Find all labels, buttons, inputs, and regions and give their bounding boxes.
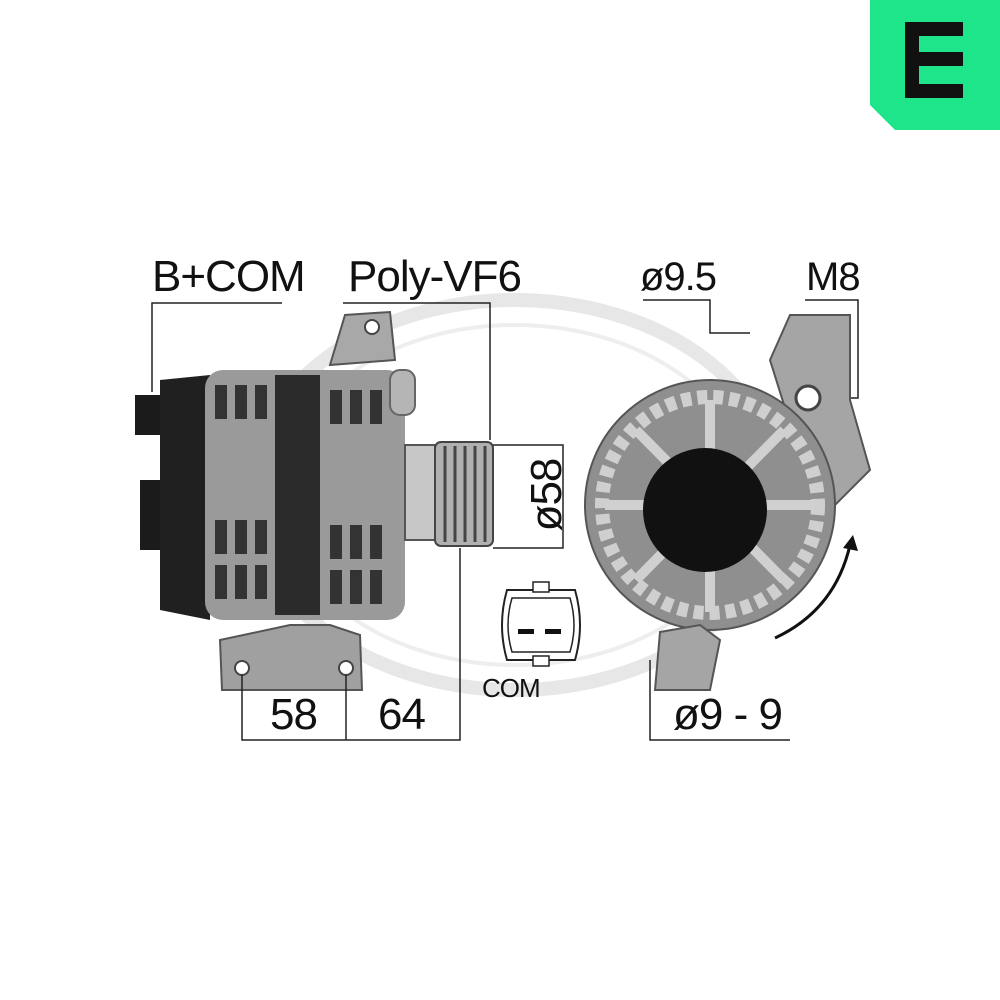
pulley xyxy=(434,441,494,547)
d95-label: ø9.5 xyxy=(640,255,717,299)
m8-label: M8 xyxy=(806,255,861,299)
rotation-arrow-icon xyxy=(774,535,858,640)
alternator-side-view xyxy=(135,310,494,691)
dimension-lines xyxy=(151,299,859,741)
dim-64-label: 64 xyxy=(378,690,426,739)
poly-label: Poly-VF6 xyxy=(348,252,522,301)
connector-icon xyxy=(501,581,581,667)
alternator-front-view xyxy=(584,314,872,691)
logo-icon xyxy=(870,0,1000,130)
dim-58-label: 58 xyxy=(270,690,318,739)
d99-label: ø9 - 9 xyxy=(673,690,783,739)
connector-label: COM xyxy=(482,673,541,703)
pulley-diameter-label: ø58 xyxy=(522,458,571,532)
b-com-label: B+COM xyxy=(152,252,306,301)
